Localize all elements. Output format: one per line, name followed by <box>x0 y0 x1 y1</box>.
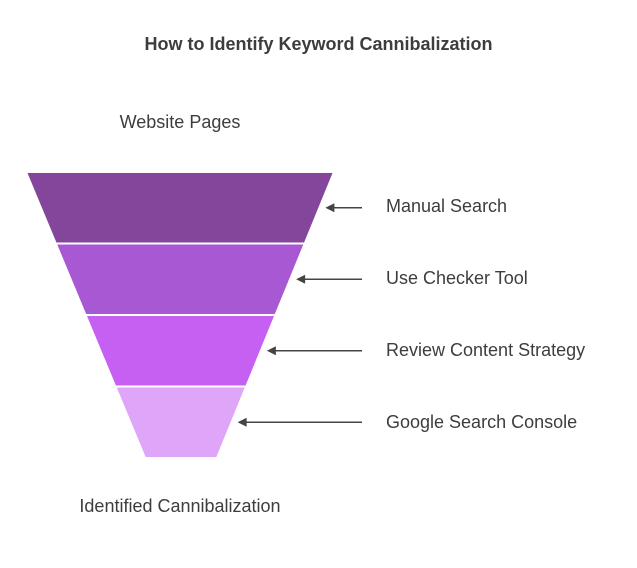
stage-label-manual-search: Manual Search <box>386 196 508 216</box>
funnel-segment-review-content-strategy <box>84 314 277 388</box>
stage-label-google-search-console: Google Search Console <box>386 412 578 432</box>
funnel-output-label: Identified Cannibalization <box>79 496 281 516</box>
funnel-segment-manual-search <box>24 171 336 245</box>
stage-label-review-content-strategy: Review Content Strategy <box>386 340 586 360</box>
arrow-left-icon <box>266 346 362 356</box>
stage-label-use-checker-tool: Use Checker Tool <box>386 268 528 288</box>
arrow-left-icon <box>325 203 362 213</box>
funnel-input-label: Website Pages <box>119 112 241 132</box>
arrow-left-icon <box>237 417 362 427</box>
diagram-title: How to Identify Keyword Cannibalization <box>144 34 493 54</box>
funnel-segment-google-search-console <box>113 385 248 459</box>
funnel-segment-use-checker-tool <box>54 242 307 316</box>
arrow-left-icon <box>296 274 362 284</box>
